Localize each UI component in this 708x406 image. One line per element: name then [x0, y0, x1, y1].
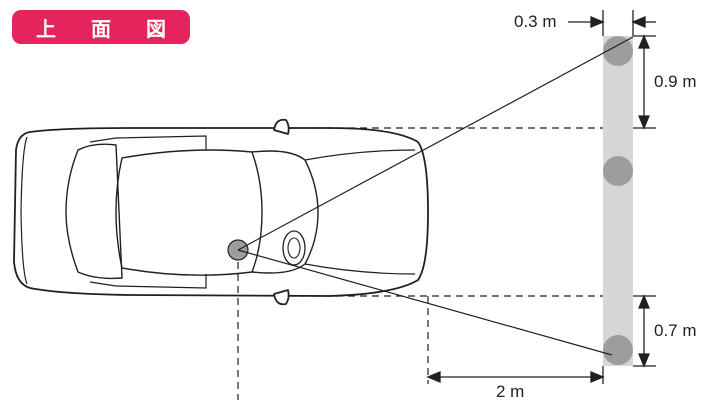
measurement-pole [603, 36, 633, 366]
car-top-view [13, 118, 429, 306]
pole-marker-middle [603, 156, 633, 186]
dimension-lines [426, 10, 656, 384]
dashed-guides [237, 127, 603, 400]
bottom-offset-label: 0.7 m [654, 321, 697, 340]
view-title-badge: 上 面 図 [12, 10, 190, 44]
pole-marker-top [603, 36, 633, 66]
pole-marker-bottom [603, 335, 633, 365]
pole-width-label: 0.3 m [514, 12, 557, 31]
top-offset-label: 0.9 m [654, 72, 697, 91]
sight-lines [237, 36, 634, 356]
distance-label: 2 m [496, 382, 525, 401]
